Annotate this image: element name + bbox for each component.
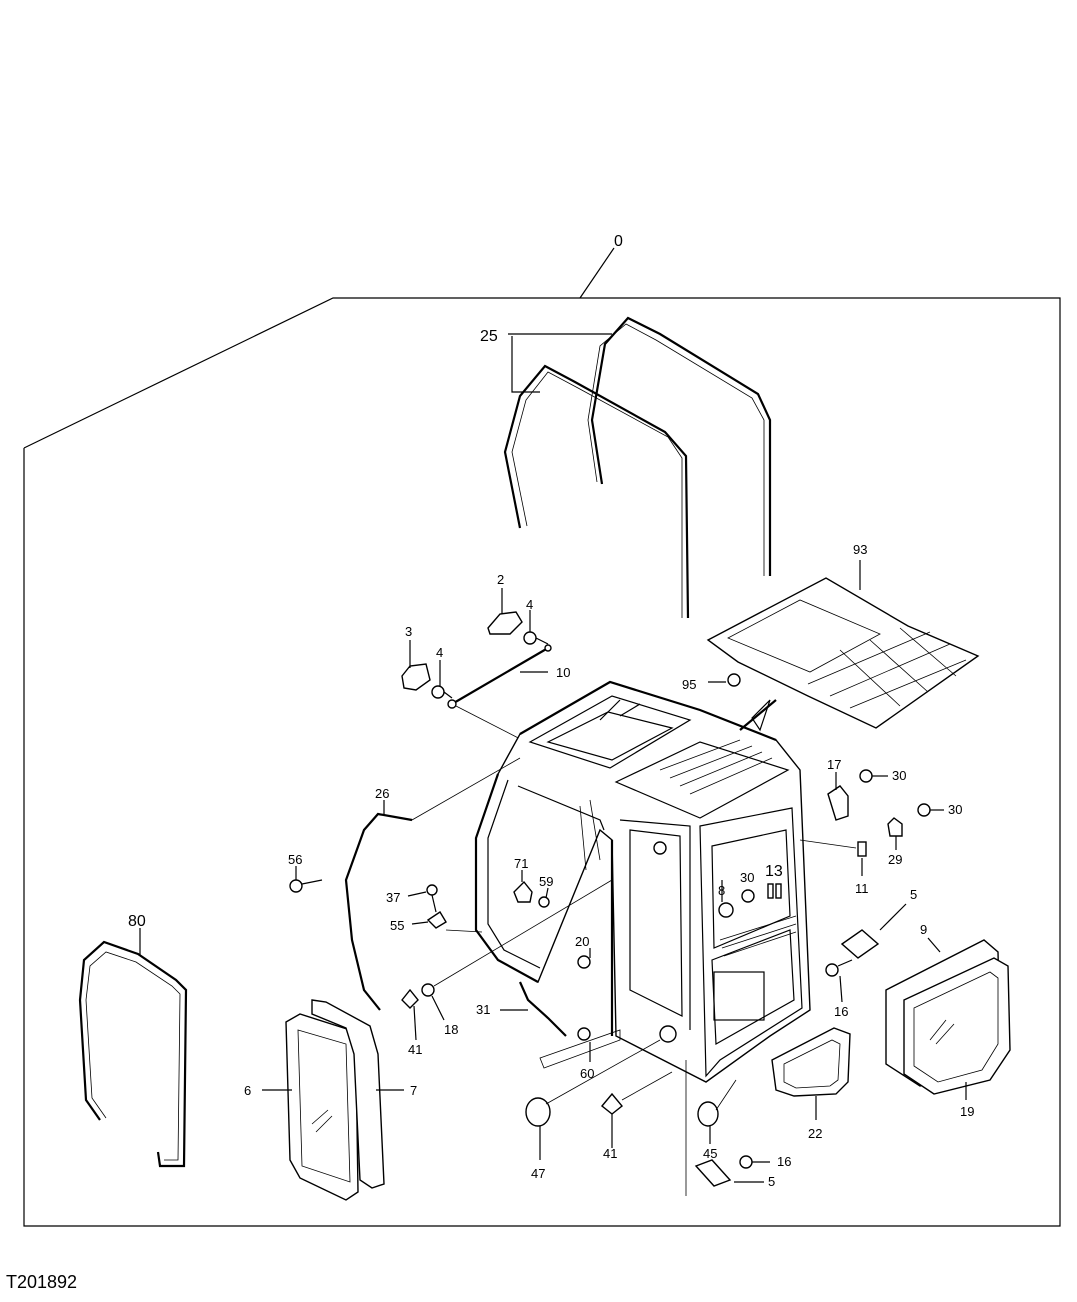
part-41-plug [401,988,419,1041]
part-26-cable [344,757,521,1011]
callout-13: 13 [765,863,783,880]
callout-3: 3 [405,624,412,639]
part-2-bracket [487,611,523,635]
callout-4: 4 [436,645,443,660]
callout-26: 26 [375,786,389,801]
part-59-bolt [538,896,550,908]
part-31-cable [500,981,567,1037]
part-30-bolt [859,769,888,783]
part-95-fastener [708,673,741,687]
part-45-grommet [697,1079,737,1144]
callout-45: 45 [703,1146,717,1161]
part-17-clip [827,772,849,821]
part-22-seal [771,1027,851,1120]
part-71-bracket [513,880,533,903]
part-13-clip [767,883,782,899]
callout-31: 31 [476,1002,490,1017]
callout-56: 56 [288,852,302,867]
callout-80: 80 [128,913,146,930]
callout-41: 41 [408,1042,422,1057]
callout-22: 22 [808,1126,822,1141]
callout-5: 5 [768,1174,775,1189]
part-30-bolt-b [917,803,944,817]
part-80-seal [78,928,188,1168]
callout-6: 6 [244,1083,251,1098]
callout-8: 8 [718,883,725,898]
part-55-bracket [411,911,483,933]
callout-95: 95 [682,677,696,692]
part-29-clip [887,817,903,850]
part-25-seal [503,316,772,619]
callout-16: 16 [777,1154,791,1169]
callout-30: 30 [740,870,754,885]
callout-0: 0 [614,233,623,250]
part-19-window-glass [903,957,1011,1100]
part-60-bolt [577,1027,591,1041]
callout-37: 37 [386,890,400,905]
callout-29: 29 [888,852,902,867]
part-4-bolt [523,610,549,645]
callout-11: 11 [855,881,869,896]
callout-18: 18 [444,1022,458,1037]
part-47-cap [525,1039,661,1160]
callout-30: 30 [892,768,906,783]
part-56-fastener [289,866,323,893]
callout-20: 20 [575,934,589,949]
callout-17: 17 [827,757,841,772]
callout-9: 9 [920,922,927,937]
part-16-bolt [825,959,853,1003]
callout-7: 7 [410,1083,417,1098]
callout-19: 19 [960,1104,974,1119]
part-5-hinge [840,903,907,959]
callout-5: 5 [910,887,917,902]
callout-4: 4 [526,597,533,612]
callout-93: 93 [853,542,867,557]
callout-2: 2 [497,572,504,587]
callout-16: 16 [834,1004,848,1019]
callout-10: 10 [556,665,570,680]
callout-30: 30 [948,802,962,817]
part-30-bolt-c [741,889,755,903]
part-16-bolt-b [739,1155,770,1169]
diagram-frame [23,297,1061,1227]
part-3-bracket [401,663,431,691]
callout-59: 59 [539,874,553,889]
part-37-bolt [407,884,438,913]
part-41-plug-b [601,1071,673,1148]
part-18-washer [421,983,435,997]
callout-47: 47 [531,1166,545,1181]
part-20-bolt [577,955,591,969]
callout-25: 25 [480,328,498,345]
part-6-window [262,1013,359,1201]
part-5-hinge-b [694,1159,764,1187]
callout-55: 55 [390,918,404,933]
leader-0 [579,247,615,299]
part-93-roof-panel [706,560,980,729]
part-4-bolt-b [431,660,453,699]
callout-71: 71 [514,856,528,871]
callout-41: 41 [603,1146,617,1161]
cab-body [474,680,811,1083]
callout-60: 60 [580,1066,594,1081]
part-8-plate [718,880,734,918]
part-7-window [311,999,404,1189]
figure-id: T201892 [6,1272,78,1292]
part-11-pin [799,839,867,876]
